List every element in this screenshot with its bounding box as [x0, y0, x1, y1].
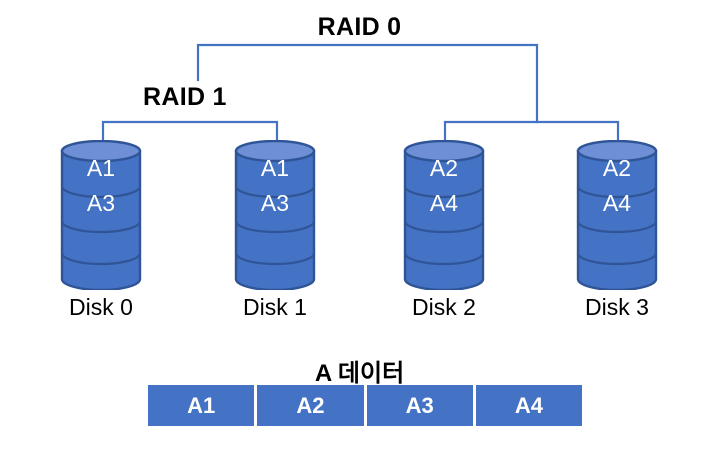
disk-1-caption: Disk 1: [243, 294, 307, 320]
disk-3-block-0: A2: [602, 155, 632, 181]
disk-2-block-1: A4: [429, 190, 459, 216]
data-cell-a1: A1: [148, 385, 255, 426]
disk-2: A2 A4: [403, 140, 485, 290]
disk-0-cylinder: [60, 140, 142, 290]
raid0-bracket: [196, 43, 539, 124]
disk-3-block-1: A4: [602, 190, 632, 216]
disk-1-cylinder: [234, 140, 316, 290]
data-cell-a2: A2: [257, 385, 364, 426]
disk-0-block-0: A1: [86, 155, 116, 181]
disk-2-caption: Disk 2: [412, 294, 476, 320]
disk-3: A2 A4: [576, 140, 658, 290]
disk-3-cylinder: [576, 140, 658, 290]
data-cell-a4: A4: [475, 385, 582, 426]
data-strip: A1 A2 A3 A4: [148, 385, 582, 426]
disk-1: A1 A3: [234, 140, 316, 290]
disk-0-caption: Disk 0: [69, 294, 133, 320]
disk-0-block-1: A3: [86, 190, 116, 216]
disk-0: A1 A3: [60, 140, 142, 290]
disk-2-cylinder: [403, 140, 485, 290]
data-strip-title: A 데이터: [314, 360, 405, 387]
disk-3-caption: Disk 3: [585, 294, 649, 320]
raid0-title: RAID 0: [317, 13, 402, 41]
disk-1-block-1: A3: [260, 190, 290, 216]
data-cell-a3: A3: [366, 385, 473, 426]
raid1-title: RAID 1: [143, 83, 227, 111]
disk-1-block-0: A1: [260, 155, 290, 181]
disk-2-block-0: A2: [429, 155, 459, 181]
